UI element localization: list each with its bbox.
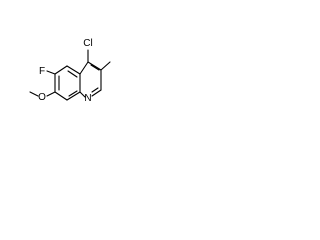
chlorine-label: Cl: [83, 38, 92, 49]
bond-c5-c6: [54, 65, 68, 75]
oxygen-label: O: [38, 92, 46, 103]
bond-c4a-c5-double: [67, 70, 78, 78]
bond-c3-c3-double: [90, 64, 100, 71]
bond-c4-c3: [87, 61, 102, 71]
bond-c8-c8a: [66, 91, 81, 101]
fluorine-label: F: [39, 66, 45, 77]
bond-c6-f: [46, 70, 56, 75]
bond-c4a-c4: [79, 61, 89, 75]
bond-c8-c8a-double: [68, 90, 78, 97]
bond-o-methyl: [29, 91, 39, 97]
bond-c2-n1: [91, 89, 102, 97]
bond-c4a-c5: [66, 65, 81, 75]
chemical-structure: Cl F O N: [29, 38, 111, 104]
bond-c7-c8: [54, 91, 68, 101]
bond-n1-c8a: [79, 91, 86, 98]
bond-c3-methyl: [100, 61, 111, 71]
bond-c7-o: [46, 91, 56, 97]
bond-c2-n1-double: [91, 87, 99, 93]
nitrogen-label: N: [84, 93, 91, 104]
